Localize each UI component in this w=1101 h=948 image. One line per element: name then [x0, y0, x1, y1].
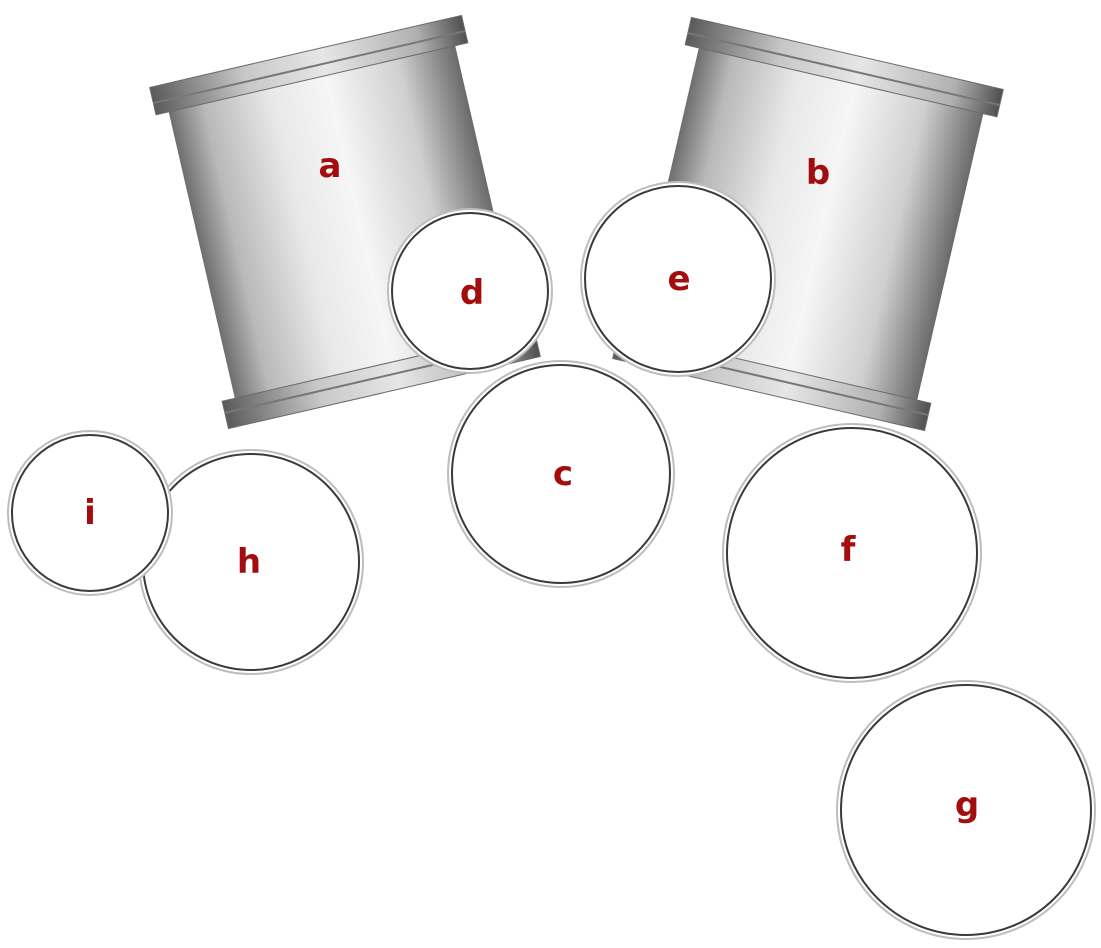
drum-label-d: d	[460, 273, 484, 313]
drum-head-i[interactable]	[7, 430, 173, 596]
drum-label-i: i	[84, 493, 96, 533]
drum-label-a: a	[319, 146, 342, 186]
drum-head-f[interactable]	[722, 423, 982, 683]
drum-label-b: b	[806, 153, 830, 193]
drum-label-c: c	[553, 454, 573, 494]
drum-label-h: h	[237, 542, 261, 582]
drum-head-g[interactable]	[836, 680, 1096, 940]
drum-label-g: g	[955, 785, 979, 825]
bass-drum-a-top-hoop	[149, 14, 469, 116]
drum-head-h[interactable]	[138, 449, 364, 675]
drum-label-f: f	[841, 530, 857, 570]
drum-head-e[interactable]	[580, 181, 776, 377]
drum-label-e: e	[667, 259, 690, 299]
drum-head-d[interactable]	[387, 208, 553, 374]
bass-drum-b-top-hoop	[684, 16, 1004, 118]
drum-head-c[interactable]	[447, 360, 675, 588]
